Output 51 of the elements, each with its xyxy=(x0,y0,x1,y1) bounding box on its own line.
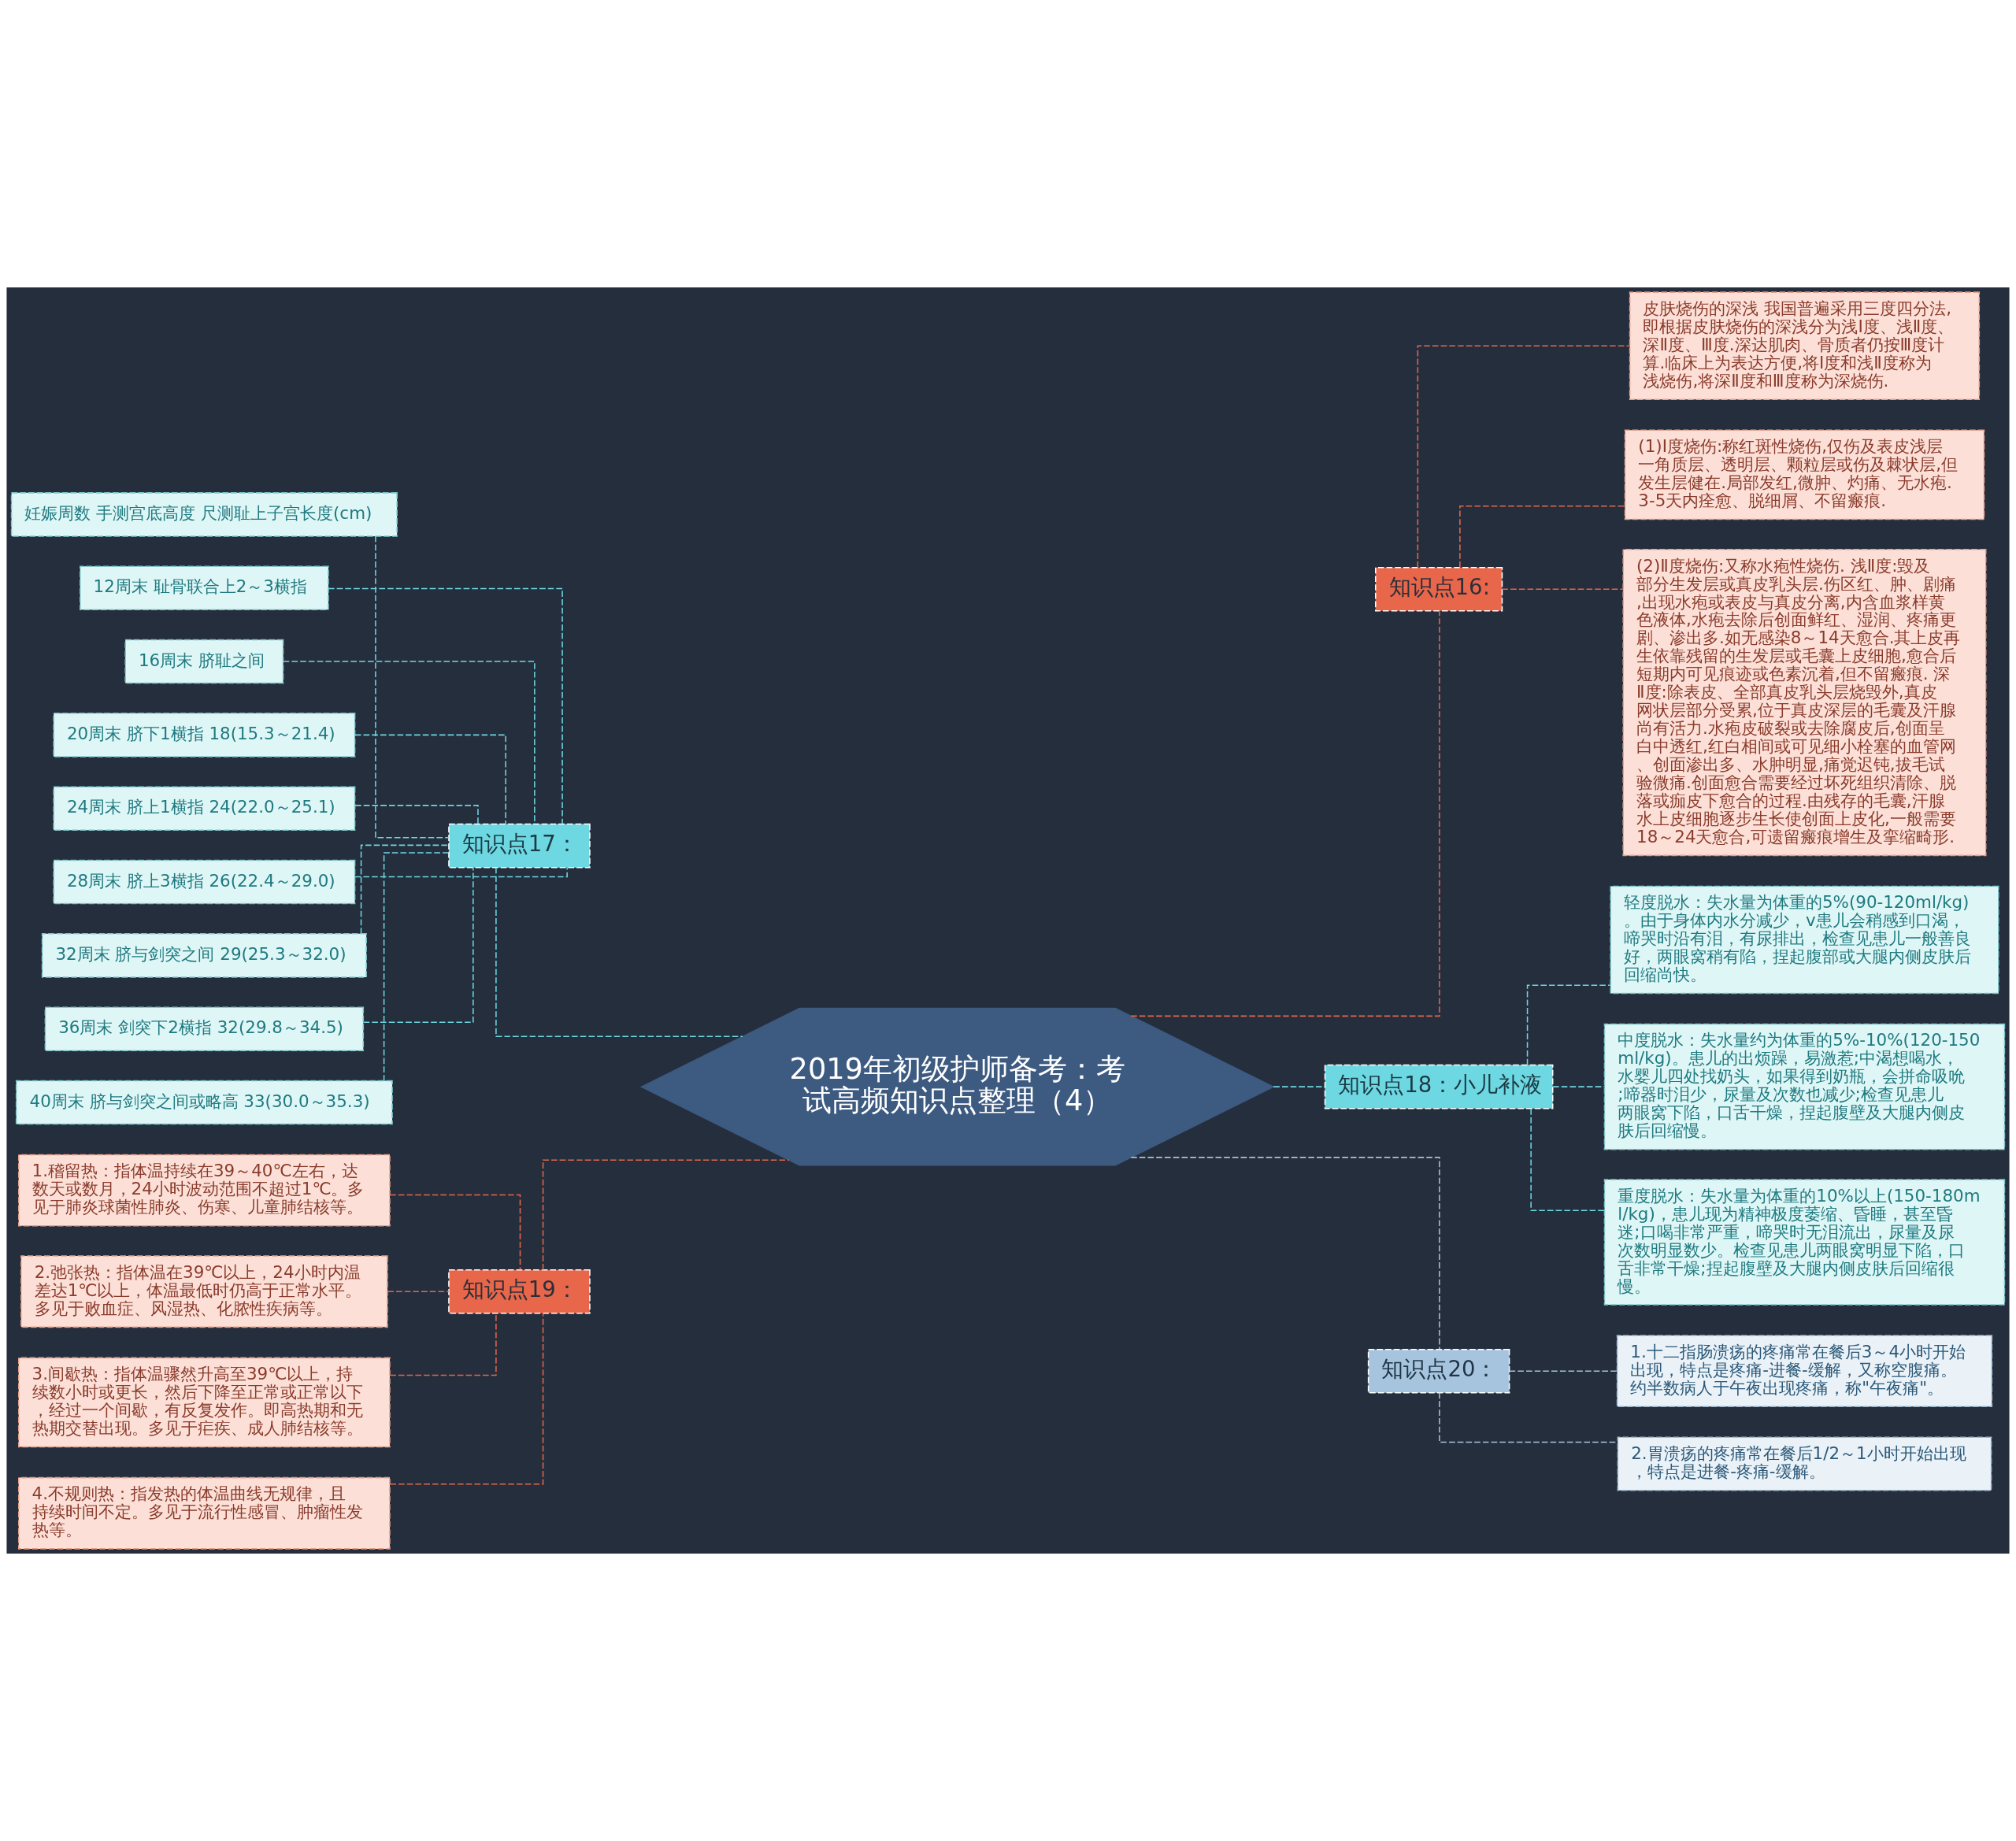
connector xyxy=(389,1313,544,1485)
connector xyxy=(389,1313,497,1376)
connector xyxy=(1459,505,1625,569)
node-box: 28周末 脐上3横指 26(22.4～29.0) xyxy=(53,859,356,905)
connector xyxy=(387,1291,450,1292)
connector xyxy=(354,867,568,878)
connector xyxy=(1552,1086,1606,1087)
node-box: 重度脱水：失水量为体重的10%以上(150-180ml/kg)，患儿现为精神极度萎缩、昏睡，甚至昏迷;口喝非常严重，啼哭时无泪流出，尿量及尿次数明显数少。检查见患儿两眼窝明显下陷，口舌非常干燥;捏起腹壁及大腿内侧皮肤后回缩很慢。 xyxy=(1603,1179,2006,1306)
node-box: 40周末 脐与剑突之间或略高 33(30.0～35.3) xyxy=(15,1080,393,1125)
node-box: 4.不规则热：指发热的体温曲线无规律，且持续时间不定。多见于流行性感冒、肿瘤性发热等。 xyxy=(18,1476,391,1550)
connector xyxy=(1130,610,1440,1017)
node-box: 24周末 脐上1横指 24(22.0～25.1) xyxy=(53,786,356,831)
node-box: 知识点19： xyxy=(448,1269,591,1314)
node-box: 2.弛张热：指体温在39℃以上，24小时内温差达1℃以上，体温最低时仍高于正常水平。多见于败血症、风湿热、化脓性疾病等。 xyxy=(20,1255,388,1328)
connector xyxy=(542,1159,790,1271)
node-box: 20周末 脐下1横指 18(15.3～21.4) xyxy=(53,713,356,758)
node-box: 2.胃溃疡的疼痛常在餐后1/2～1小时开始出现，特点是进餐-疼痛-缓解。 xyxy=(1617,1436,1992,1491)
node-box: 1.稽留热：指体温持续在39～40℃左右，达数天或数月，24小时波动范围不超过1℃。多见于肺炎球菌性肺炎、伤寒、儿童肺结核等。 xyxy=(18,1154,391,1227)
node-box: 知识点17： xyxy=(448,823,591,869)
node-box: 知识点20： xyxy=(1367,1348,1510,1394)
connector xyxy=(1130,1157,1440,1350)
node-box: 36周末 剑突下2横指 32(29.8～34.5) xyxy=(44,1006,365,1051)
connector xyxy=(1273,1086,1326,1087)
node-box: 知识点18：小儿补液 xyxy=(1324,1064,1554,1109)
node-box: 12周末 耻骨联合上2～3横指 xyxy=(80,565,329,611)
connector xyxy=(354,805,479,824)
node-box: 16周末 脐耻之间 xyxy=(124,639,284,684)
connector xyxy=(1530,1108,1605,1211)
connector xyxy=(383,852,450,1082)
connector xyxy=(328,587,563,825)
node-box: (2)Ⅱ度烧伤:又称水疱性烧伤. 浅Ⅱ度:毁及部分生发层或真皮乳头层.伤区红、肿、剧痛,出现水疱或表皮与真皮分离,内含血浆样黄色液体,水疱去除后创面鲜红、湿润、疼痛更剧、渗出多.如无感染8～14天愈合.其上皮再生依靠残留的生发层或毛囊上皮细胞,愈合后短期内可见痕迹或色素沉着,但不留瘢痕. 深Ⅱ度:除表皮、全部真皮乳头层烧毁外,真皮网状层部分受累,位于真皮深层的毛囊及汗腺尚有活力.水疱皮破裂或去除腐皮后,创面呈白中透红,红白相间或可见细小栓塞的血管网、创面渗出多、水肿明显,痛觉迟钝,拔毛试验微痛.创面愈合需要经过坏死组织清除、脱落或痂皮下愈合的过程.由残存的毛囊,汗腺水上皮细胞逐步生长使创面上皮化,一般需要18～24天愈合,可遗留瘢痕增生及挛缩畸形. xyxy=(1622,549,1987,857)
connector xyxy=(354,734,506,825)
connector xyxy=(389,1194,521,1271)
connector xyxy=(1417,345,1631,569)
node-box: 32周末 脐与剑突之间 29(25.3～32.0) xyxy=(41,933,367,978)
node-box: 3.间歇热：指体温骤然升高至39℃以上，持续数小时或更长，然后下降至正常或正常以下，经过一个间歇，有反复发作。即高热期和无热期交替出现。多见于疟疾、成人肺结核等。 xyxy=(18,1357,391,1448)
connector xyxy=(1526,984,1611,1065)
connector xyxy=(375,535,450,839)
connector xyxy=(1501,588,1624,591)
connector xyxy=(362,867,474,1023)
connector xyxy=(283,661,536,825)
node-box: 1.十二指肠溃疡的疼痛常在餐后3～4小时开始出现，特点是疼痛-进餐-缓解，又称空腹痛。约半数病人于午夜出现疼痛，称"午夜痛"。 xyxy=(1616,1335,1993,1408)
connector xyxy=(1508,1370,1618,1372)
node-box: 中度脱水：失水量约为体重的5%-10%(120-150ml/kg)。患儿的出烦躁，易激惹;中渴想喝水，水婴儿四处找奶头，如果得到奶瓶，会拼命吸吮;啼器时泪少，尿量及次数也减少;检查见患儿两眼窝下陷，口舌干燥，捏起腹壁及大腿内侧皮肤后回缩慢。 xyxy=(1603,1023,2006,1150)
node-box: 妊娠周数 手测宫底高度 尺测耻上子宫长度(cm) xyxy=(10,492,398,537)
node-box: 知识点16: xyxy=(1375,566,1503,612)
node-box: 皮肤烧伤的深浅 我国普遍采用三度四分法,即根据皮肤烧伤的深浅分为浅Ⅰ度、浅Ⅱ度、深Ⅱ度、Ⅲ度.深达肌肉、骨质者仍按Ⅲ度计算.临床上为表达方便,将Ⅰ度和浅Ⅱ度称为浅烧伤,将深Ⅱ度和Ⅲ度称为深烧伤. xyxy=(1629,291,1981,401)
connector xyxy=(495,867,743,1037)
connector xyxy=(360,844,450,935)
node-box: (1)Ⅰ度烧伤:称红斑性烧伤,仅伤及表皮浅层一角质层、透明层、颗粒层或伤及棘状层,但发生层健在.局部发红,微肿、灼痛、无水疱.3-5天内痊愈、脱细屑、不留瘢痕. xyxy=(1624,429,1985,520)
node-box: 轻度脱水：失水量为体重的5%(90-120ml/kg)。由于身体内水分减少，v患儿会稍感到口渴，啼哭时沿有泪，有尿排出，检查见患儿一般善良好，两眼窝稍有陷，捏起腹部或大腿内侧皮肤后回缩尚快。 xyxy=(1610,885,1999,995)
